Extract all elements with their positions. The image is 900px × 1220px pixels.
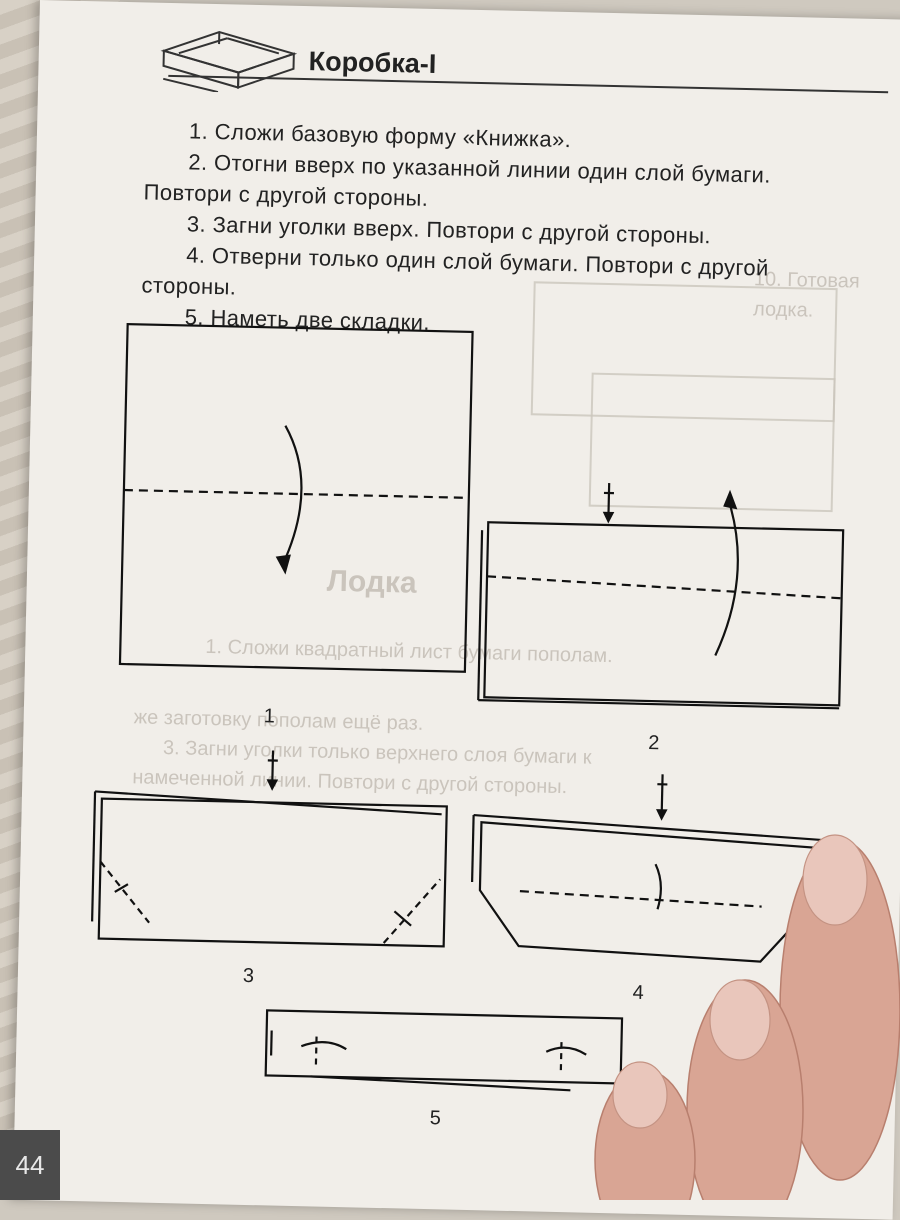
figure-label: 2 — [648, 732, 660, 755]
page-number-tab: 44 — [0, 1130, 60, 1200]
figure-2-diagram — [478, 480, 844, 708]
figure-5-diagram — [265, 1010, 622, 1091]
hand-fingers-image — [570, 820, 900, 1200]
figure-1-diagram — [120, 324, 473, 672]
figure-label: 1 — [264, 705, 276, 728]
figure-3-diagram — [92, 746, 448, 946]
figure-label: 5 — [429, 1107, 441, 1130]
figure-label: 3 — [243, 965, 255, 988]
